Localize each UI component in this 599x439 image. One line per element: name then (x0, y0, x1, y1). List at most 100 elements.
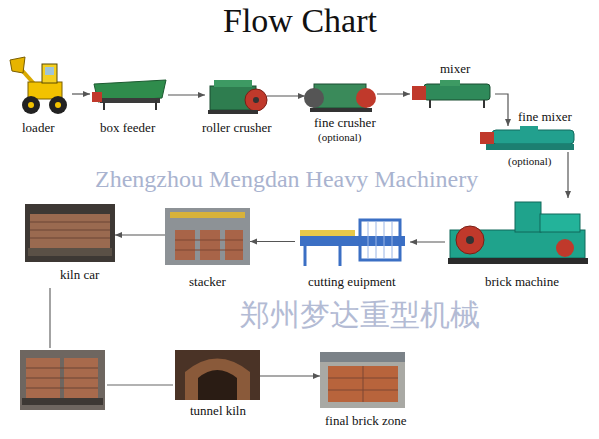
machine-label: kiln car (60, 268, 99, 282)
car-deck (22, 398, 103, 405)
machine-node: mixer (410, 80, 495, 108)
mixer-illustration (412, 80, 490, 108)
brick-machine-pulley (456, 226, 484, 254)
cutter-wire (376, 222, 377, 258)
cutting-equipment-illustration (300, 220, 405, 266)
loader-wheel (22, 96, 40, 114)
brick-machine-hub (466, 236, 474, 244)
fine-mixer-base (486, 144, 574, 150)
cutter-frame (360, 220, 400, 260)
optional-note: (optional) (508, 155, 551, 167)
feeder-belt (100, 98, 160, 103)
roller-crusher-illustration (208, 80, 267, 114)
cutter-wire (384, 222, 385, 258)
stacker-beam (170, 212, 245, 218)
feeder-trough (94, 80, 166, 102)
crusher-hopper (214, 80, 252, 87)
cutter-wire (368, 222, 369, 258)
crusher-base (208, 110, 258, 114)
box-feeder-illustration (92, 80, 166, 110)
cutter-stripe (300, 230, 355, 236)
cutter-leg (339, 246, 342, 266)
machine-node: fine mixer(optional) (478, 126, 578, 152)
flow-line (107, 384, 173, 385)
machine-label: fine crusher (314, 116, 376, 130)
crusher-hub (253, 97, 259, 103)
fine-crusher-wheel (356, 88, 376, 108)
brick-course (30, 238, 110, 239)
loader-bucket (10, 57, 25, 73)
flow-arrow (495, 94, 508, 126)
flow-arrow (72, 93, 90, 94)
flow-arrow (567, 152, 568, 198)
brick-course (30, 230, 110, 231)
loaded-car-illustration (20, 350, 105, 410)
machine-node: stacker (165, 208, 250, 265)
brick-machine-illustration (448, 202, 588, 264)
fine-mixer-illustration (480, 126, 574, 150)
machine-node: kiln car (25, 204, 115, 262)
brick-course (363, 366, 364, 402)
cutter-bed (300, 236, 405, 246)
brick-machine-tower (515, 202, 541, 232)
feeder-leg (103, 102, 105, 110)
brick-course (175, 240, 243, 241)
brick-machine-pulley (556, 239, 574, 257)
kiln-opening (198, 370, 237, 400)
loaded-car-photo (20, 350, 105, 410)
fine-crusher-illustration (304, 84, 376, 112)
machine-node: brick machine (445, 198, 590, 266)
machine-node: fine crusher(optional) (305, 78, 377, 112)
machine-label: final brick zone (325, 414, 407, 428)
fine-mixer-motor (480, 132, 494, 144)
machine-label: loader (22, 121, 54, 135)
machine-label: tunnel kiln (190, 404, 246, 418)
brick-stack (200, 230, 220, 260)
flow-arrow (260, 375, 320, 376)
feeder-motor (92, 92, 102, 102)
crusher-wheel (245, 89, 267, 111)
tunnel-kiln-photo (175, 350, 260, 400)
brick-stack (225, 230, 243, 260)
mixer-leg (429, 100, 431, 108)
final-zone-photo (320, 352, 405, 408)
flow-arrow (267, 95, 305, 96)
machine-node: tunnel kiln (175, 350, 260, 400)
watermark: Zhengzhou Mengdan Heavy Machinery (95, 166, 478, 192)
fine-mixer-inlet (520, 126, 538, 132)
flow-arrow (115, 234, 165, 235)
optional-note: (optional) (318, 131, 361, 143)
brick-machine-mixer (540, 214, 580, 232)
final-brick-zone-illustration (320, 352, 405, 408)
flow-line (49, 288, 50, 348)
machine-label: fine mixer (518, 110, 572, 124)
loader-wheel (49, 96, 67, 114)
brick-pallet (328, 366, 398, 402)
machine-label: cutting euipment (308, 275, 396, 289)
flow-arrow (250, 241, 295, 242)
kiln-car-photo (25, 204, 115, 262)
machine-label: roller crusher (202, 121, 272, 135)
flow-arrow (168, 94, 205, 95)
chart-title: Flow Chart (223, 2, 377, 39)
fine-crusher-base (310, 108, 372, 112)
machine-node: roller crusher (205, 80, 267, 114)
machine-node: loader (10, 58, 72, 115)
machine-label: brick machine (485, 275, 559, 289)
brick-stack (175, 230, 195, 260)
tunnel-kiln-illustration (175, 350, 260, 400)
machine-label: stacker (189, 275, 226, 289)
fine-crusher-wheel (304, 88, 324, 108)
fine-mixer-body (492, 130, 574, 144)
brick-course (30, 222, 110, 223)
stacker-illustration (165, 208, 250, 265)
cutter-leg (304, 246, 307, 266)
kiln-car-illustration (25, 204, 115, 262)
loader-window (45, 67, 54, 75)
brick-course (26, 388, 98, 389)
stacker-photo (165, 208, 250, 265)
brick-stack (30, 214, 110, 248)
final-zone-roof (320, 352, 405, 362)
loader-hub (55, 102, 61, 108)
brick-course (175, 250, 243, 251)
